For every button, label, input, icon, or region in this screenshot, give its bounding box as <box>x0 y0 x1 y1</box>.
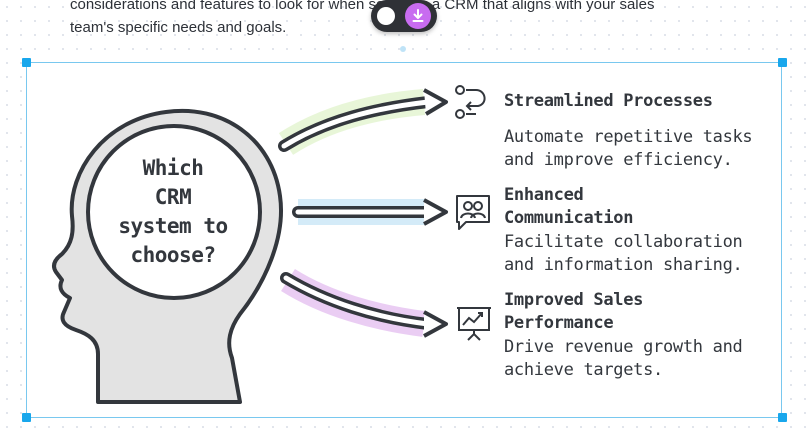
item-title-sales: Improved Sales Performance <box>504 289 784 335</box>
center-question-line: system to <box>118 214 228 238</box>
item-title-streamlined: Streamlined Processes <box>504 90 784 113</box>
arrow-communication <box>292 198 448 226</box>
document-line-2: team's specific needs and goals. <box>70 19 287 36</box>
users-chat-icon <box>454 192 494 237</box>
document-paragraph: considerations and features to look for … <box>70 0 770 39</box>
item-desc-communication: Facilitate collaboration and information… <box>504 231 794 277</box>
arrow-sales <box>280 268 448 338</box>
process-flow-icon <box>454 84 494 125</box>
item-desc-line: achieve targets. <box>504 360 663 380</box>
toggle-knob-icon[interactable] <box>377 7 395 25</box>
item-desc-line: Facilitate collaboration <box>504 232 743 252</box>
item-title-line: Enhanced <box>504 185 584 205</box>
center-question-line: Which <box>142 156 204 180</box>
item-title-line: Communication <box>504 208 634 228</box>
item-title-line: Improved Sales <box>504 290 644 310</box>
presentation-chart-icon <box>454 304 494 349</box>
visual-toggle-pill[interactable] <box>371 0 437 32</box>
thought-circle <box>86 124 262 300</box>
arrow-streamlined <box>278 88 448 156</box>
center-question-line: choose? <box>130 243 216 267</box>
item-desc-line: Drive revenue growth and <box>504 337 743 357</box>
resize-handle-top-left[interactable] <box>22 58 31 67</box>
center-question: Which CRM system to choose? <box>96 154 250 270</box>
item-title-line: Performance <box>504 313 614 333</box>
connector-dot <box>400 46 406 52</box>
item-desc-streamlined: Automate repetitive tasks and improve ef… <box>504 126 794 172</box>
item-desc-line: Automate repetitive tasks <box>504 127 753 147</box>
item-desc-line: and information sharing. <box>504 255 743 275</box>
resize-handle-top-right[interactable] <box>778 58 787 67</box>
infographic-drawing <box>52 88 448 404</box>
document-line-1: considerations and features to look for … <box>70 0 655 13</box>
item-desc-line: and improve efficiency. <box>504 150 733 170</box>
item-title-line: Streamlined Processes <box>504 91 713 111</box>
item-desc-sales: Drive revenue growth and achieve targets… <box>504 336 794 382</box>
center-question-line: CRM <box>154 185 192 209</box>
item-title-communication: Enhanced Communication <box>504 184 784 230</box>
resize-handle-bottom-left[interactable] <box>22 413 31 422</box>
infographic[interactable]: Which CRM system to choose? <box>26 62 782 418</box>
download-icon[interactable] <box>405 3 431 29</box>
resize-handle-bottom-right[interactable] <box>778 413 787 422</box>
download-arrow-icon <box>412 9 424 22</box>
